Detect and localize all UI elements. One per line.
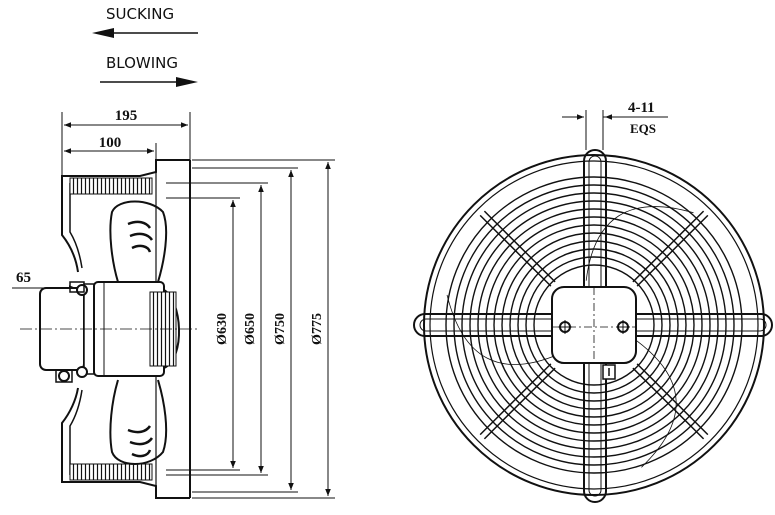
- guard-wire-ring: [461, 192, 727, 458]
- sucking-arrow-icon: [92, 28, 198, 38]
- fan-blade-bottom: [109, 379, 168, 465]
- dim-65-label: 65: [16, 270, 31, 286]
- guard-spoke: [632, 363, 709, 440]
- guard-spoke: [479, 210, 556, 287]
- airflow-legend: SUCKING BLOWING: [92, 5, 198, 87]
- guard-spoke: [479, 363, 556, 440]
- guard-wire-ring: [453, 184, 735, 466]
- dim-dia-650: Ø650: [166, 182, 268, 476]
- guard-spokes: [479, 210, 709, 440]
- dim-195-label: 195: [115, 108, 138, 124]
- guard-wire-ring: [525, 256, 663, 394]
- sucking-label: SUCKING: [106, 5, 174, 23]
- outer-ring: [423, 154, 765, 496]
- bolt-right-icon: [616, 320, 630, 334]
- guard-wires: [445, 176, 743, 474]
- dia-630-label: Ø630: [215, 313, 230, 345]
- dim-dia-750: Ø750: [192, 167, 298, 493]
- inner-ring: [429, 160, 759, 490]
- dia-750-label: Ø750: [273, 313, 288, 345]
- guard-wire-ring: [533, 264, 655, 386]
- guard-wire-ring: [509, 240, 679, 410]
- front-view: 4-11 EQS: [413, 100, 773, 503]
- dim-100-label: 100: [99, 135, 122, 151]
- guard-spoke: [632, 210, 709, 287]
- motor-plate: [551, 286, 637, 380]
- motor: [39, 281, 181, 383]
- terminal-box-icon: [602, 364, 616, 380]
- hole-spacing-label: EQS: [630, 121, 656, 136]
- blowing-arrow-icon: [100, 77, 198, 87]
- guard-wire-ring: [445, 176, 743, 474]
- hole-spec: 4-11 EQS: [562, 100, 668, 150]
- dia-775-label: Ø775: [310, 313, 325, 345]
- bolt-left-icon: [558, 320, 572, 334]
- dim-100: 100: [64, 135, 157, 172]
- guard-wire-ring: [477, 208, 711, 442]
- blowing-label: BLOWING: [106, 54, 178, 72]
- dia-650-label: Ø650: [243, 313, 258, 345]
- fan-housing: [61, 159, 191, 499]
- dim-195: 195: [61, 108, 191, 176]
- fan-blade-top: [109, 200, 168, 283]
- guard-wire-ring: [469, 200, 719, 450]
- guard-wire-ring: [517, 248, 671, 402]
- guard-wire-ring: [485, 216, 703, 434]
- side-view: 195 100 65: [12, 108, 335, 499]
- dim-dia-775: Ø775: [192, 159, 335, 499]
- guard-wire-ring: [493, 224, 695, 426]
- hole-count-label: 4-11: [628, 100, 655, 116]
- dim-dia-630: Ø630: [166, 197, 240, 471]
- dim-65: 65: [12, 270, 76, 291]
- guard-wire-ring: [501, 232, 687, 418]
